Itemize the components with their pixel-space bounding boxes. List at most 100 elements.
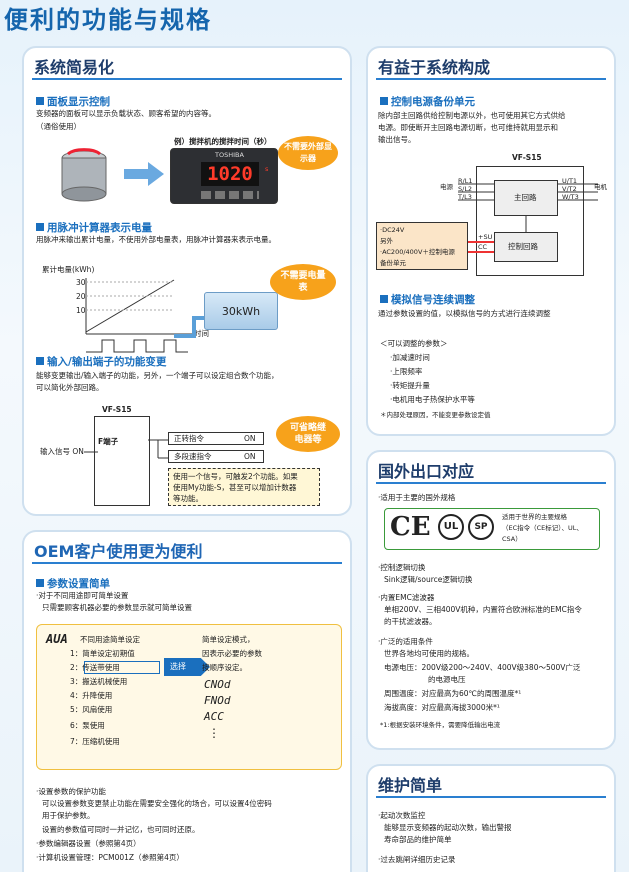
analog-note: ＊内部处理原因，不能变更参数设定值 bbox=[380, 411, 491, 419]
csa-mark: SP bbox=[468, 514, 494, 540]
motor-label: 电机 bbox=[594, 183, 607, 191]
callout-no-meter: 不需要电量表 bbox=[270, 264, 336, 300]
brand-label: TOSHIBA bbox=[215, 151, 244, 159]
display-caption: 例）搅拌机的搅拌时间（秒） bbox=[174, 137, 272, 146]
section-text-2: 可以简化外部回路。 bbox=[36, 383, 104, 392]
io-note-3: 等功能。 bbox=[173, 494, 203, 503]
pulse-chart bbox=[85, 278, 194, 353]
section-heading: 模拟信号连续调整 bbox=[380, 292, 475, 307]
ctrl-circuit bbox=[494, 232, 558, 262]
cmd-forward-label: 正转指令 bbox=[174, 434, 204, 443]
analog-item-2: ·上限频率 bbox=[390, 367, 423, 376]
section-text: 变频器的面板可以显示负载状态、顾客希望的内容等。 bbox=[36, 109, 216, 118]
s-label: S/L2 bbox=[458, 185, 473, 193]
chart-ylabel: 累计电量(kWh) bbox=[42, 265, 95, 274]
panel-maintenance: 维护简单 ·起动次数监控 能够显示变频器的起动次数，输出警报 寿命部品的维护简单… bbox=[366, 764, 616, 872]
aua-item-5: 5：风扇使用 bbox=[70, 705, 113, 714]
main-label: 主回路 bbox=[514, 193, 537, 202]
panel-title: 系统简易化 bbox=[34, 58, 115, 77]
panel-export: 国外出口对应 ·适用于主要的国外规格 CE UL SP 适用于世界的主要规格 （… bbox=[366, 450, 616, 750]
divider bbox=[376, 482, 606, 484]
foot-5: ·参数编辑器设置（参照第4页） bbox=[36, 839, 141, 848]
aua-item-2: 2：传送带使用 bbox=[70, 663, 120, 672]
unit-label: s bbox=[265, 165, 269, 173]
ext-2: 另外 bbox=[380, 237, 393, 245]
input-label: 输入信号 ON bbox=[40, 447, 84, 456]
chart-xlabel: 时间 bbox=[194, 329, 209, 338]
analog-item-3: ·转矩提升量 bbox=[390, 381, 430, 390]
param-bullet-2: 只需要顾客机器必要的参数显示就可简单设置 bbox=[42, 603, 192, 612]
io-note-2: 使用My功能-S，甚至可以增加计数器 bbox=[173, 483, 297, 492]
io-note: 使用一个信号，可触发2个功能。如果 使用My功能-S，甚至可以增加计数器 等功能… bbox=[168, 468, 320, 506]
t-label: T/L3 bbox=[458, 193, 472, 201]
export-text-3b: 的干扰滤波器。 bbox=[384, 617, 437, 626]
aua-item-4: 4：升降使用 bbox=[70, 691, 113, 700]
ambient-temp: 周围温度：对应最高为60℃的周围温度*¹ bbox=[384, 689, 522, 698]
led-value: 1020 bbox=[207, 163, 253, 185]
backup-text-1: 除内部主回路供给控制电源以外，也可使用其它方式供给 bbox=[378, 111, 566, 120]
foot-2: 可以设置参数变更禁止功能在需要安全强化的场合，可以设置4位密码 bbox=[42, 799, 272, 808]
callout-no-relay: 可省略继电器等 bbox=[276, 416, 340, 452]
divider bbox=[376, 796, 606, 798]
foot-3: 用于保护参数。 bbox=[42, 811, 95, 820]
callout-no-display: 不需要外部显示器 bbox=[278, 136, 338, 170]
ext-1: ·DC24V bbox=[380, 226, 405, 234]
voltage-1: 电源电压：200V级200～240V、400V级380～500V广泛 bbox=[384, 663, 581, 672]
export-bullet-1: ·适用于主要的国外规格 bbox=[378, 493, 456, 502]
divider bbox=[32, 78, 342, 80]
maint-bullet-2: ·过去跳闸详细历史记录 bbox=[378, 855, 456, 864]
cc-label: CC bbox=[478, 243, 488, 251]
vf-model: VF-S15 bbox=[512, 153, 542, 162]
io-note-1: 使用一个信号，可触发2个功能。如果 bbox=[173, 472, 298, 481]
main-circuit bbox=[494, 180, 558, 216]
panel-system-config: 有益于系统构成 控制电源备份单元 除内部主回路供给控制电源以外，也可使用其它方式… bbox=[366, 46, 616, 436]
select-label: 选择 bbox=[170, 662, 186, 671]
highlight-box bbox=[84, 661, 160, 674]
aua-item-6: 6：泵使用 bbox=[70, 721, 105, 730]
backup-text-2: 电源。即使断开主回路电源切断，也可维持就用显示和 bbox=[378, 123, 558, 132]
backup-wires bbox=[458, 183, 598, 253]
r-label: R/L1 bbox=[458, 177, 473, 185]
ul-text: UL bbox=[443, 521, 459, 532]
kwh-value: 30kWh bbox=[221, 305, 261, 318]
su-label: +SU bbox=[478, 233, 493, 241]
ext-supply-box: ·DC24V 另外 ·AC200/400V＋控制电源 备份单元 bbox=[376, 222, 468, 270]
panel-title: 有益于系统构成 bbox=[378, 58, 491, 77]
ce-mark: CE bbox=[390, 512, 431, 542]
right-note-1: 简单设定模式， bbox=[202, 635, 255, 644]
ext-4: 备份单元 bbox=[380, 259, 406, 267]
cert-box bbox=[384, 508, 600, 550]
maint-text-1: 能够显示变频器的起动次数，输出警报 bbox=[384, 823, 512, 832]
power-label: 电源 bbox=[440, 183, 453, 191]
panel-title: 维护简单 bbox=[378, 776, 443, 795]
inverter-display: TOSHIBA 1020 s bbox=[170, 148, 278, 204]
param-bullet-1: ·对于不同用途即可简单设置 bbox=[36, 591, 129, 600]
led-digits: 1020 bbox=[201, 162, 259, 186]
u-label: U/T1 bbox=[562, 177, 578, 185]
divider bbox=[376, 78, 606, 80]
analog-text: 通过参数设置的值，以模拟信号的方式进行连续调整 bbox=[378, 309, 551, 318]
panel-buttons bbox=[201, 191, 259, 199]
tick-10: 10 bbox=[76, 306, 86, 315]
divider bbox=[32, 562, 342, 564]
f-terminal: F端子 bbox=[98, 437, 119, 446]
page-title: 便利的功能与规格 bbox=[4, 6, 212, 34]
mixer-illustration bbox=[61, 148, 107, 202]
maint-bullet-1: ·起动次数监控 bbox=[378, 811, 426, 820]
code-cnod: CNOd bbox=[204, 678, 231, 691]
section-heading: 面板显示控制 bbox=[36, 94, 110, 109]
aua-head: 不同用途简单设定 bbox=[80, 635, 140, 644]
aua-item-7: 7：压缩机使用 bbox=[70, 737, 120, 746]
tick-30: 30 bbox=[76, 278, 86, 287]
maint-text-2: 寿命部品的维护简单 bbox=[384, 835, 452, 844]
w-label: W/T3 bbox=[562, 193, 579, 201]
foot-4: 设置的参数值可同时一并记忆，也可同时还原。 bbox=[42, 825, 200, 834]
altitude: 海拔高度：对应最高海拔3000米*¹ bbox=[384, 703, 500, 712]
section-heading: 控制电源备份单元 bbox=[380, 94, 475, 109]
cert-text-1: 适用于世界的主要规格 bbox=[502, 513, 567, 521]
section-heading: 输入/输出端子的功能变更 bbox=[36, 354, 166, 369]
cmd-multispeed-on: ON bbox=[244, 452, 256, 461]
voltage-2: 的电源电压 bbox=[428, 675, 466, 684]
aua-code: AUA bbox=[46, 632, 68, 646]
cert-text-3: CSA） bbox=[502, 535, 522, 543]
